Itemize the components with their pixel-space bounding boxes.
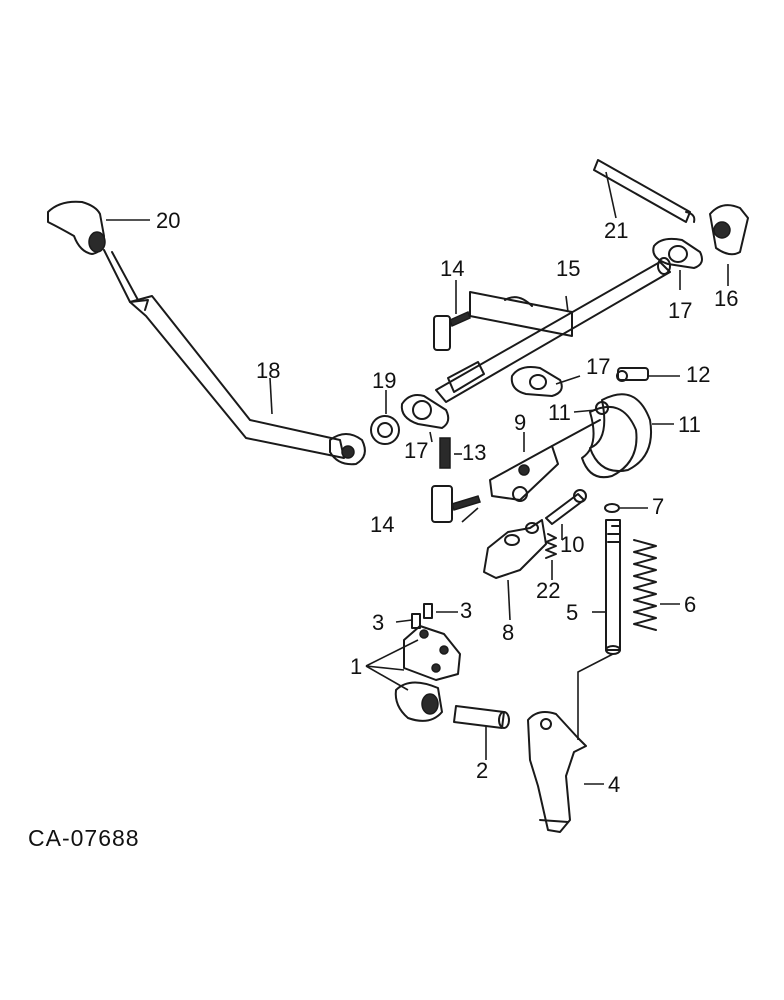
- part-cam-plates: [581, 393, 652, 479]
- callout-8: 8: [502, 620, 514, 645]
- part-shift-fork: [483, 519, 547, 579]
- part-bushing-middle: [510, 366, 563, 397]
- callout-14-top: 14: [440, 256, 464, 281]
- callout-20: 20: [156, 208, 180, 233]
- callout-18: 18: [256, 358, 280, 383]
- callout-7: 7: [652, 494, 664, 519]
- part-rod: [593, 159, 696, 223]
- callout-3-right: 3: [460, 598, 472, 623]
- callout-17-middle: 17: [586, 354, 610, 379]
- callout-21: 21: [604, 218, 628, 243]
- callout-13: 13: [462, 440, 486, 465]
- callout-5: 5: [566, 600, 578, 625]
- callout-17-left: 17: [404, 438, 428, 463]
- part-shift-lever: [103, 249, 366, 466]
- callout-17-right: 17: [668, 298, 692, 323]
- part-housing: [394, 625, 461, 722]
- part-knob: [47, 200, 106, 255]
- callout-9: 9: [514, 410, 526, 435]
- part-small-pin: [616, 367, 649, 382]
- callout-6: 6: [684, 592, 696, 617]
- part-set-screw: [439, 437, 451, 469]
- part-spring: [633, 539, 657, 631]
- callout-11-right: 11: [678, 412, 701, 437]
- callout-14-bottom: 14: [370, 512, 394, 537]
- callout-10: 10: [560, 532, 584, 557]
- leader-lines: [106, 171, 729, 785]
- part-pin-bottom: [431, 485, 481, 523]
- callout-19: 19: [372, 368, 396, 393]
- part-bolt: [545, 489, 587, 525]
- callout-22: 22: [536, 578, 560, 603]
- part-shift-rod: [577, 519, 621, 740]
- part-pin-top: [433, 310, 471, 351]
- part-bracket: [709, 204, 749, 256]
- callout-1: 1: [350, 654, 362, 679]
- part-small-spring: [545, 533, 557, 559]
- part-lever: [527, 711, 587, 833]
- part-bushing-left: [400, 394, 450, 429]
- callout-15: 15: [556, 256, 580, 281]
- part-small-washer: [604, 503, 620, 513]
- part-shaft: [435, 257, 671, 403]
- part-bushing-right: [652, 237, 703, 269]
- callout-16: 16: [714, 286, 738, 311]
- drawing-code: CA-07688: [28, 825, 140, 851]
- callout-labels: 20 21 14 15 17 16 18 19 17 12 11 11 9 17…: [156, 208, 738, 797]
- part-cross-pin: [453, 705, 510, 729]
- callout-3-left: 3: [372, 610, 384, 635]
- part-dowels: [411, 603, 433, 629]
- callout-2: 2: [476, 758, 488, 783]
- part-washer: [370, 415, 400, 445]
- part-link-plate: [489, 419, 601, 502]
- callout-12: 12: [686, 362, 710, 387]
- callout-11-left: 11: [548, 400, 571, 425]
- callout-4: 4: [608, 772, 620, 797]
